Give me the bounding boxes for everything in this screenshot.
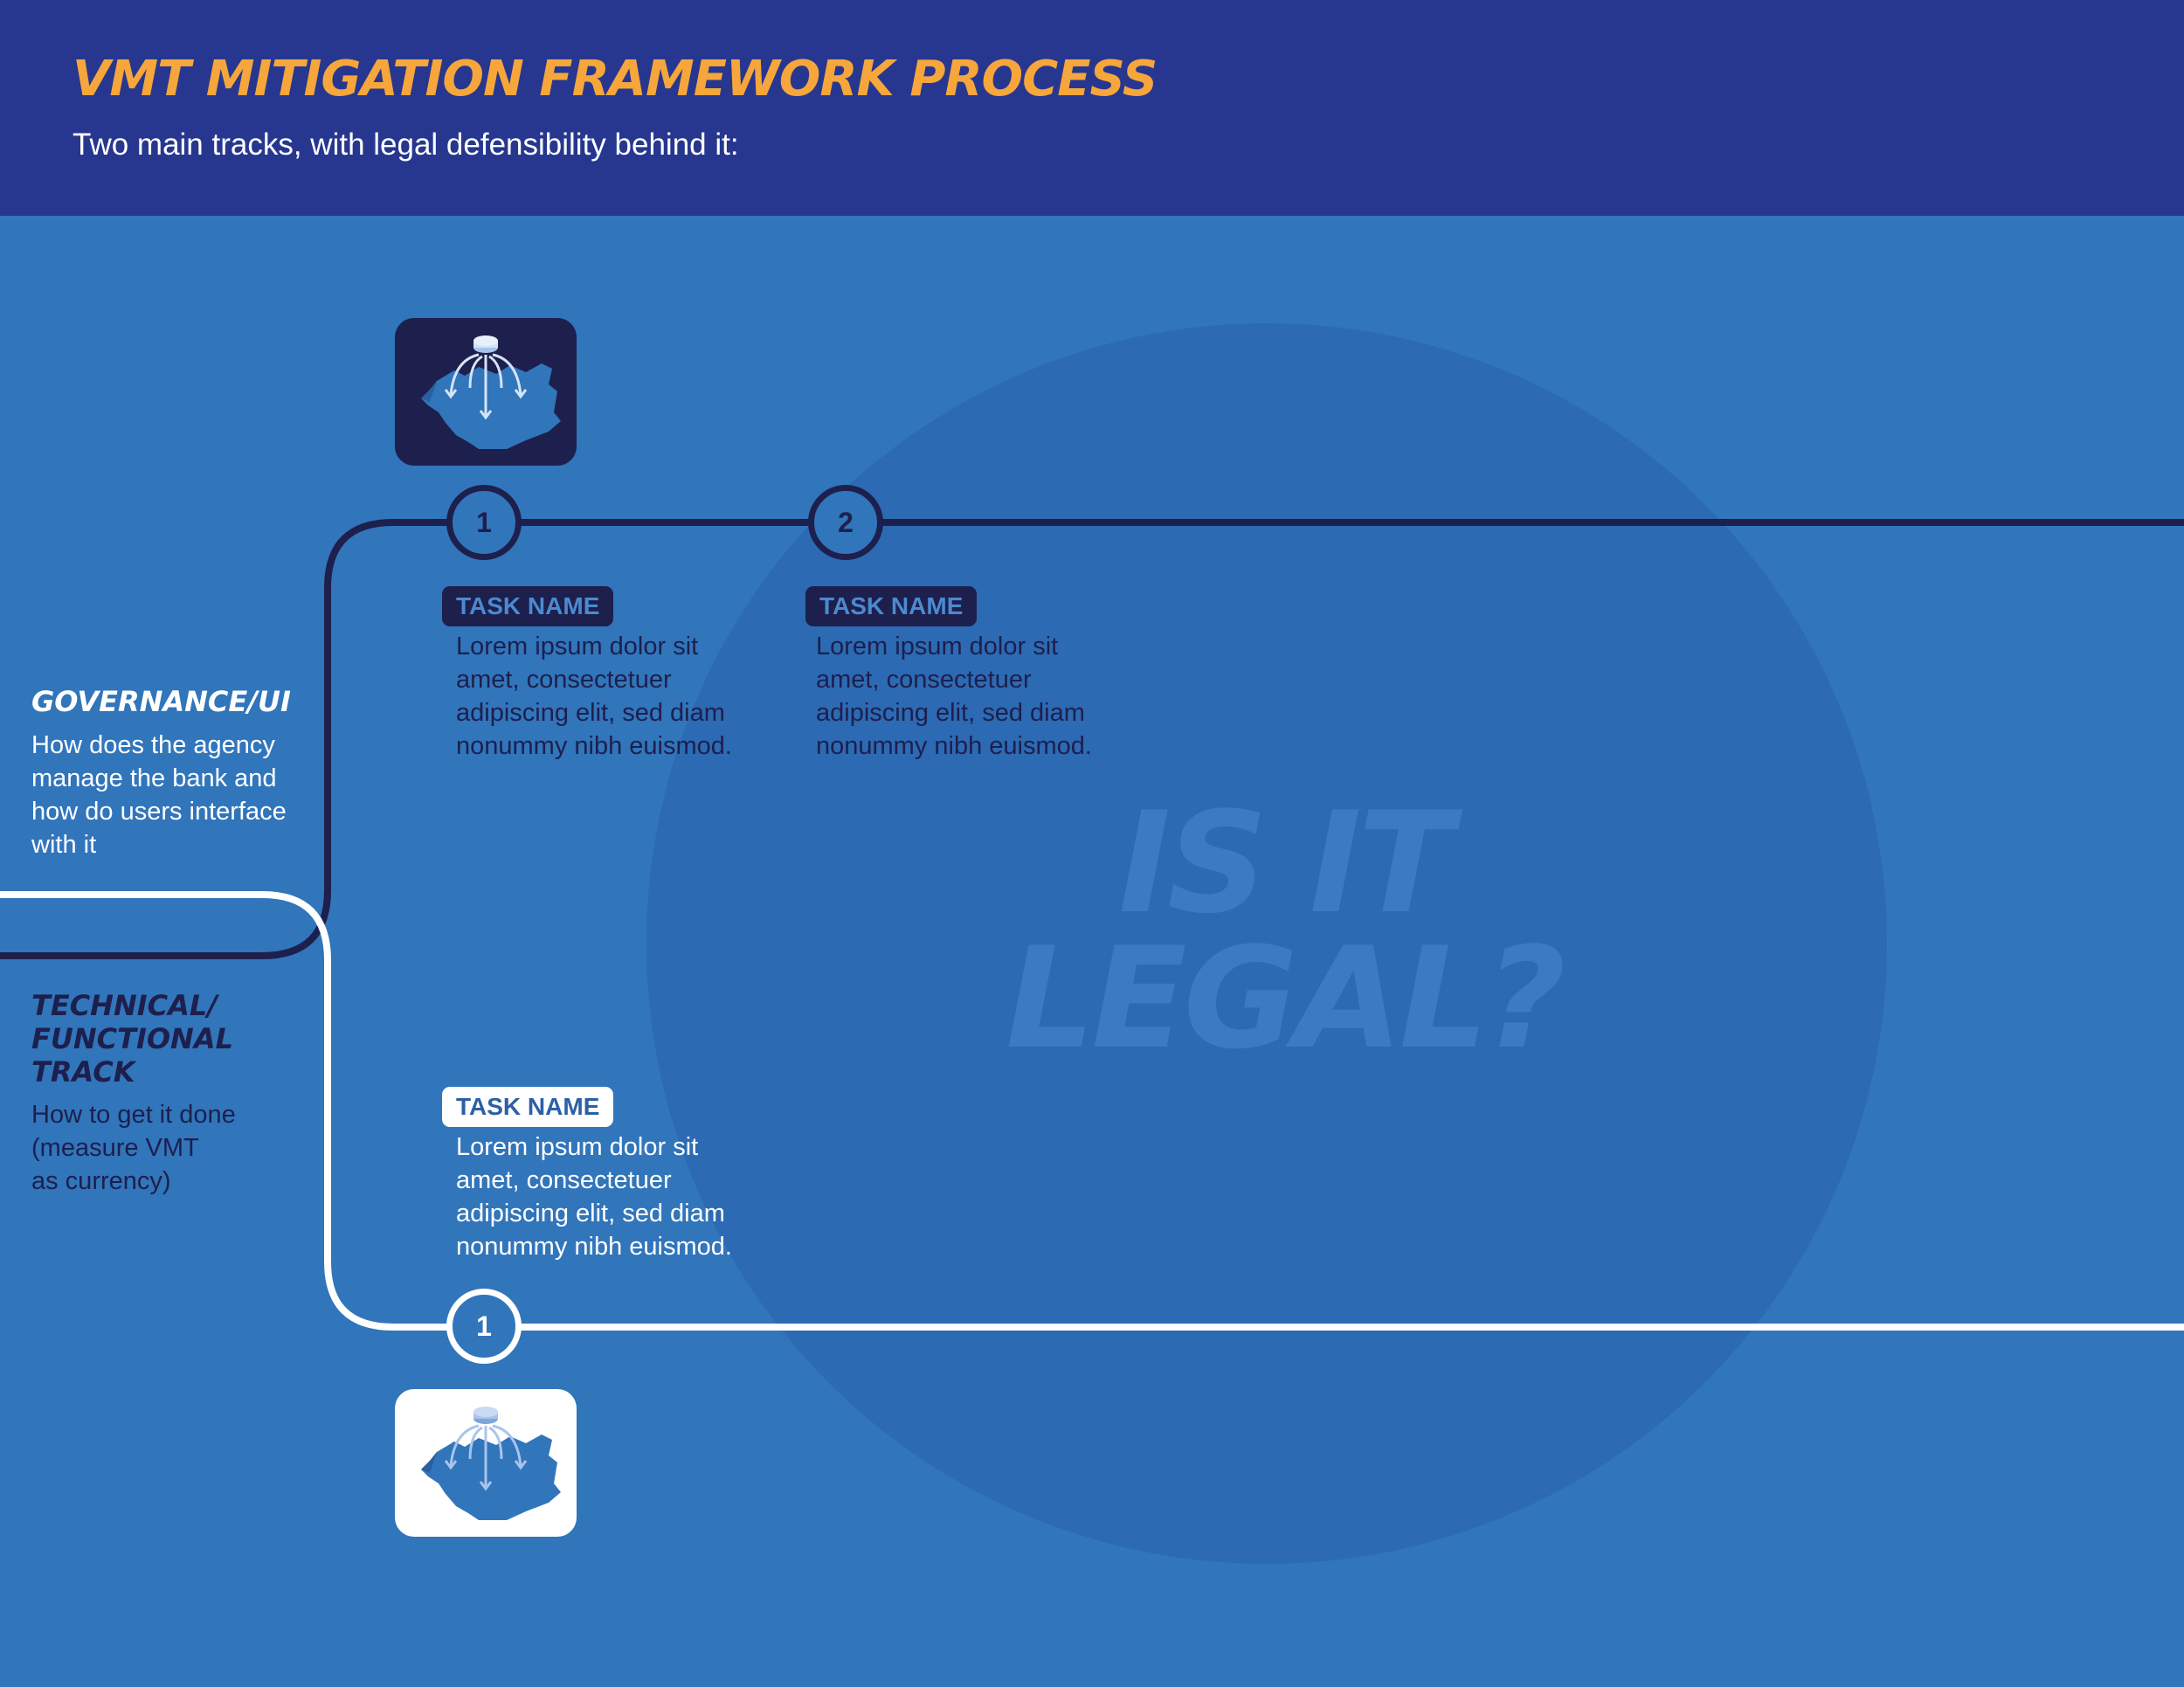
page-title: VMT MITIGATION FRAMEWORK PROCESS (73, 51, 1158, 107)
map-distribution-icon (421, 335, 561, 449)
technical-track-description: How to get it done (measure VMT as curre… (31, 1098, 236, 1198)
technical-step-1-task-label: TASK NAME (442, 1087, 614, 1127)
technical-step-1-icon-card (395, 1389, 577, 1537)
governance-step-1-description: Lorem ipsum dolor sit amet, consectetuer… (456, 633, 732, 760)
watermark-line-2: LEGAL? (1006, 916, 1565, 1080)
governance-step-1-task-label: TASK NAME (442, 586, 614, 626)
technical-step-1-description: Lorem ipsum dolor sit amet, consectetuer… (456, 1133, 732, 1261)
watermark-line-1: IS IT (1118, 781, 1453, 944)
technical-track-description-line-2: (measure VMT (31, 1134, 199, 1162)
governance-step-1-marker: 1 (446, 485, 522, 560)
legal-watermark: IS IT LEGAL? (978, 781, 1590, 1080)
governance-track-title: GOVERNANCE/UI (31, 685, 291, 718)
governance-step-2-marker: 2 (808, 485, 883, 560)
header-banner: VMT MITIGATION FRAMEWORK PROCESS Two mai… (0, 0, 2184, 216)
governance-track-line (0, 519, 2184, 959)
technical-track-line (0, 891, 2184, 1331)
step-number: 2 (838, 506, 854, 538)
governance-track-description: How does the agency manage the bank and … (31, 731, 287, 859)
technical-track-title-line-1: TECHNICAL/ (31, 989, 218, 1022)
technical-track-title-line-3: TRACK (31, 1055, 135, 1089)
technical-track-title: TECHNICAL/ FUNCTIONAL TRACK (31, 989, 233, 1089)
governance-step-2-description: Lorem ipsum dolor sit amet, consectetuer… (816, 633, 1092, 760)
technical-track-description-line-3: as currency) (31, 1167, 171, 1195)
technical-track-description-line-1: How to get it done (31, 1101, 236, 1129)
technical-track-title-line-2: FUNCTIONAL (31, 1022, 233, 1055)
step-number: 1 (476, 506, 492, 538)
step-number: 1 (476, 1310, 492, 1342)
map-distribution-icon (421, 1407, 561, 1520)
governance-step-1-icon-card (395, 318, 577, 466)
page-subtitle: Two main tracks, with legal defensibilit… (73, 128, 739, 162)
technical-step-1-marker: 1 (446, 1289, 522, 1364)
governance-step-2-task-label: TASK NAME (805, 586, 978, 626)
